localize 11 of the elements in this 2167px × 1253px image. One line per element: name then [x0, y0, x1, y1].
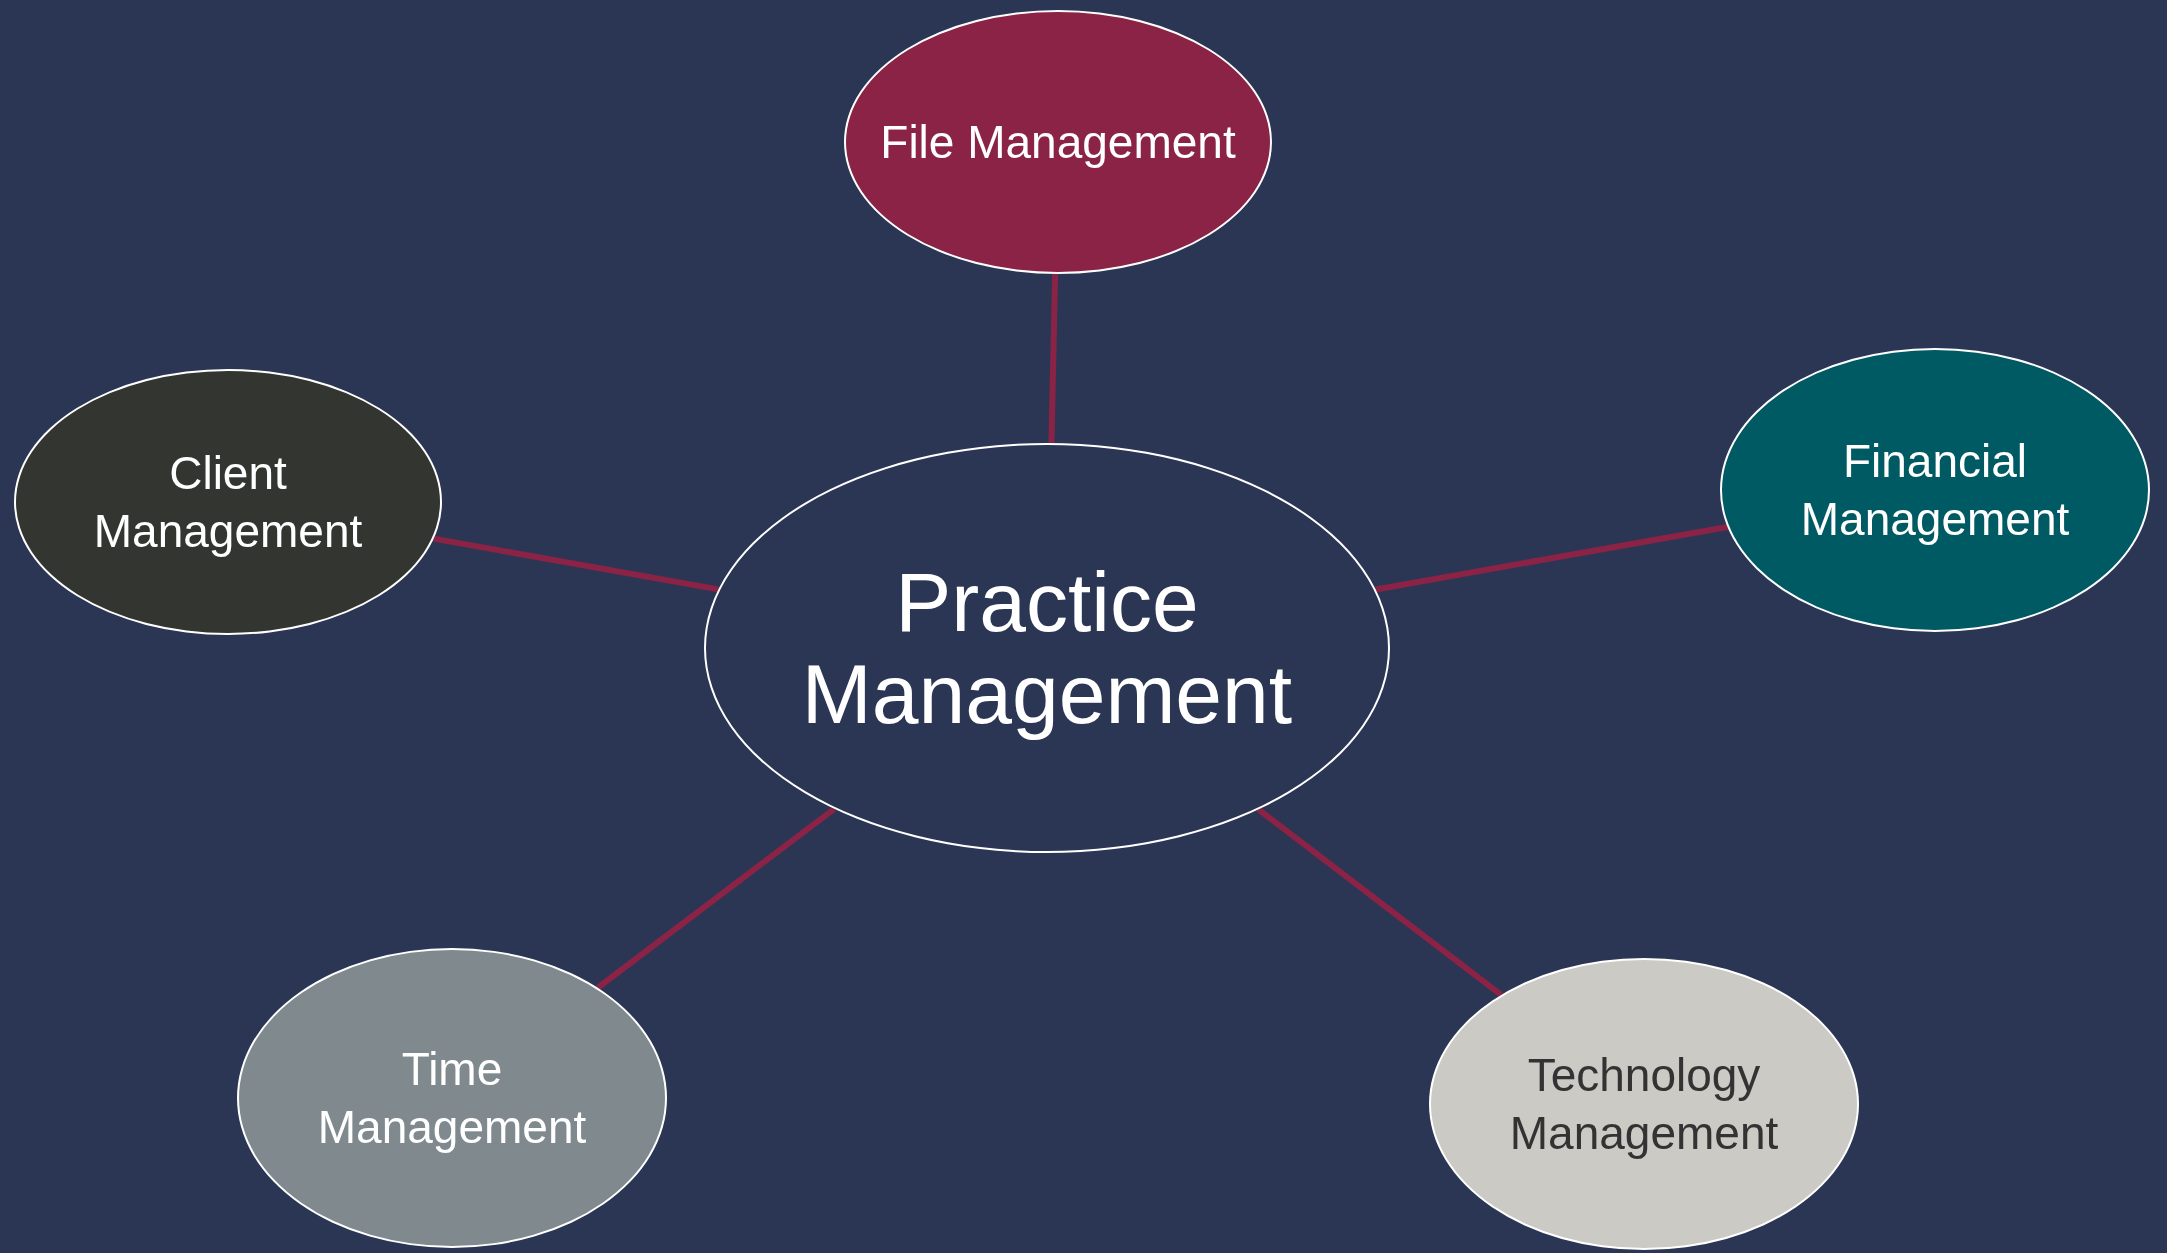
connector-line: [1375, 524, 1728, 593]
node-label: Technology Management: [1508, 1048, 1780, 1161]
node-label: Time Management: [316, 1042, 588, 1155]
node-label: Financial Management: [1799, 434, 2071, 547]
node-label: File Management: [879, 115, 1237, 170]
node-label: Client Management: [92, 446, 364, 559]
node-label: Practice Management: [800, 556, 1294, 740]
connector-line: [1048, 273, 1059, 444]
connector-line: [433, 535, 719, 593]
connector-line: [595, 806, 837, 991]
connector-line: [1256, 807, 1503, 998]
